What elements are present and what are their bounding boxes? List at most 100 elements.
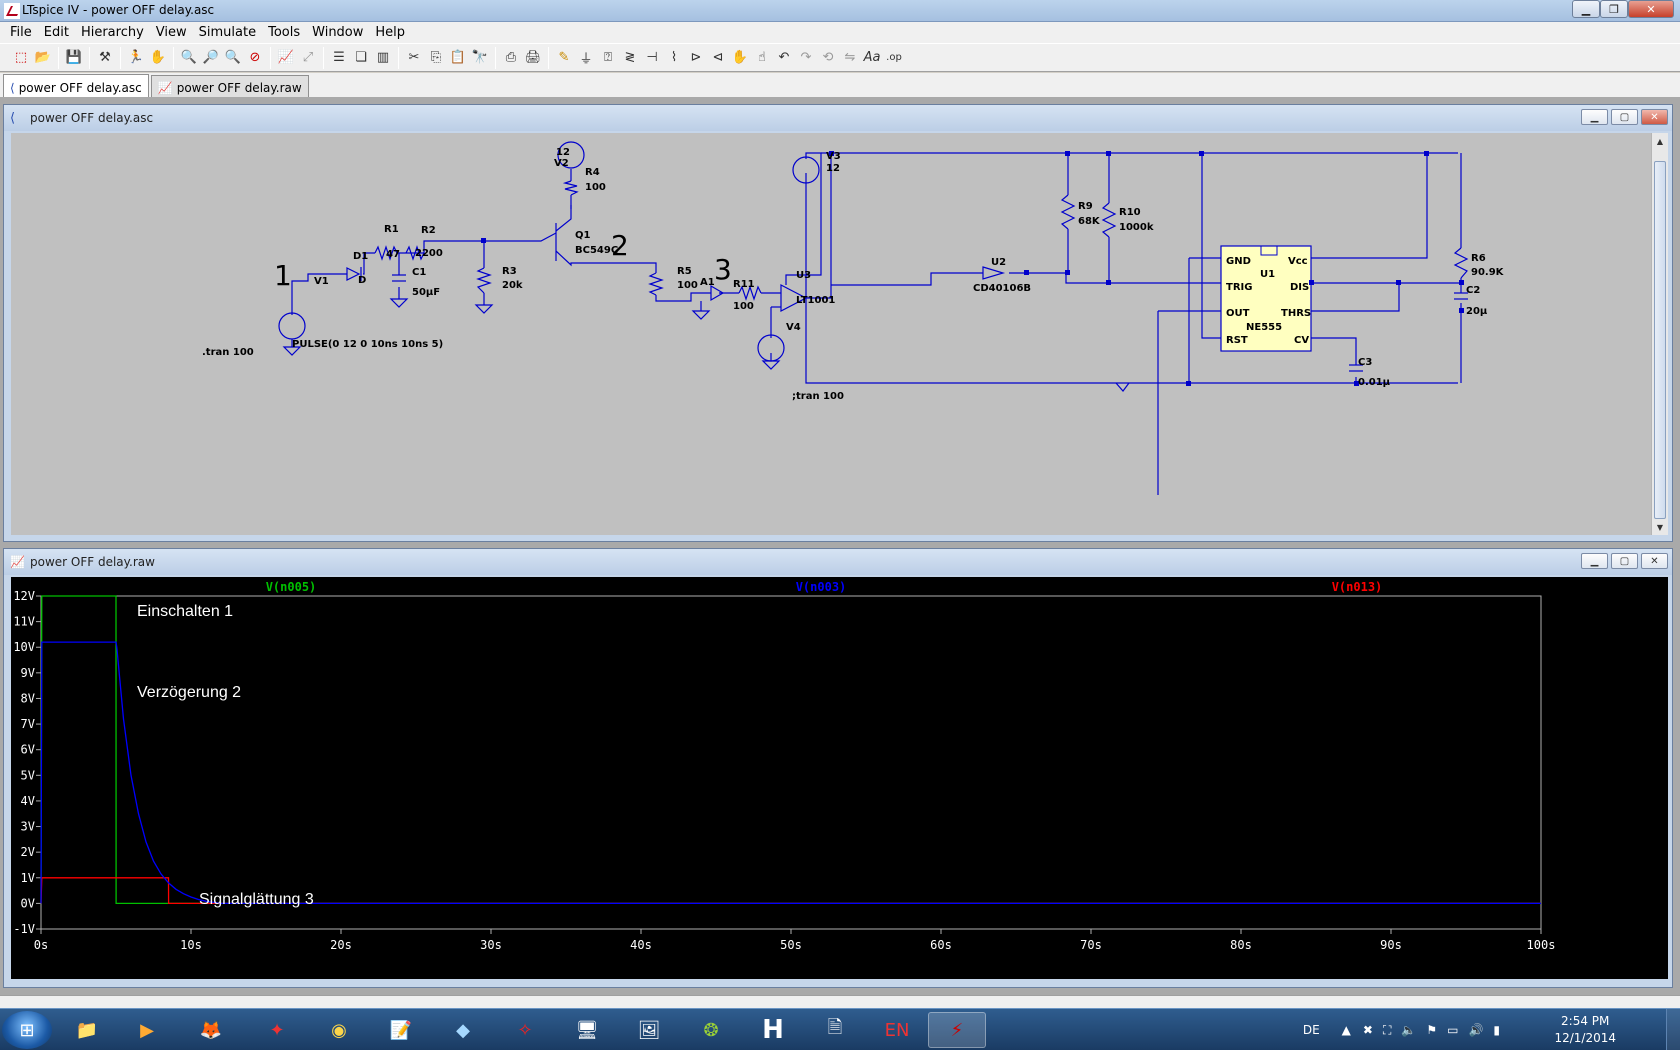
autorange-icon[interactable]: 📈 [277, 50, 295, 65]
firefox-icon[interactable]: 🦊 [199, 1019, 223, 1041]
minimize-icon[interactable]: ▁ [1581, 109, 1608, 125]
directive-tran-comment[interactable]: ;tran 100 [792, 391, 844, 402]
find-icon[interactable]: 🔭 [471, 50, 489, 65]
notepad-icon[interactable]: 📝 [389, 1019, 413, 1041]
delete-trace-icon[interactable]: ⤢ [302, 50, 314, 65]
print-setup-icon[interactable]: ⎙ [505, 50, 517, 65]
open-icon[interactable]: 📂 [34, 50, 52, 65]
label-r1: R1 [384, 224, 399, 235]
capacitor-icon[interactable]: ⊣ [646, 50, 658, 65]
x-tick-label: 100s [1527, 938, 1556, 952]
diode-icon[interactable]: ⊳ [690, 50, 702, 65]
volume-muted-icon[interactable]: 🔈 [1401, 1023, 1417, 1037]
cut-icon[interactable]: ✂ [408, 50, 420, 65]
ground-icon[interactable]: ⏚ [579, 52, 593, 67]
explorer-icon[interactable]: 📁 [75, 1019, 99, 1041]
document-icon[interactable]: 🗎 [827, 1017, 843, 1038]
mirror-icon[interactable]: ⇋ [844, 50, 856, 65]
network-off-icon[interactable]: ✖ [1362, 1023, 1373, 1037]
eagle-icon[interactable]: EN [884, 1019, 910, 1041]
minimize-icon[interactable]: ▁ [1581, 553, 1608, 569]
legend-vn005[interactable]: V(n005) [266, 580, 317, 594]
scroll-up-icon[interactable]: ▲ [1656, 136, 1664, 146]
display-icon[interactable]: ▭ [1447, 1023, 1459, 1037]
chrome-icon[interactable]: ◉ [331, 1019, 347, 1041]
inductor-icon[interactable]: ⌇ [670, 50, 678, 65]
zoom-fit-icon[interactable]: ⊘ [249, 50, 261, 65]
close-icon[interactable]: ✕ [1641, 553, 1668, 569]
menu-window[interactable]: Window [312, 25, 364, 40]
pdf-reader-icon[interactable]: ✧ [517, 1019, 533, 1041]
copy-icon[interactable]: ⎘ [430, 50, 442, 65]
run-icon[interactable]: 🏃 [127, 50, 145, 65]
network-icon[interactable]: ⛶ [1382, 1022, 1392, 1037]
menu-hierarchy[interactable]: Hierarchy [80, 25, 144, 40]
schematic-scrollbar[interactable]: ▲ ▼ [1651, 133, 1668, 535]
clock[interactable]: 2:54 PM 12/1/2014 [1554, 1013, 1616, 1047]
menu-view[interactable]: View [155, 25, 187, 40]
halt-icon[interactable]: ✋ [149, 50, 167, 65]
restore-icon[interactable]: ❐ [1600, 0, 1628, 18]
draw-wire-icon[interactable]: ✎ [558, 50, 570, 65]
maximize-icon[interactable]: ▢ [1611, 109, 1638, 125]
close-icon[interactable]: ✕ [1628, 0, 1674, 18]
maximize-icon[interactable]: ▢ [1611, 553, 1638, 569]
label-r3val: 20k [502, 280, 523, 291]
scroll-thumb[interactable] [1654, 161, 1666, 519]
ne555-body[interactable] [1220, 245, 1312, 352]
schematic-canvas[interactable]: 12 V2 R4 100 Q1 BC549C R1 47 R2 2200 D1 … [11, 133, 1651, 535]
redo-icon[interactable]: ↷ [800, 50, 812, 65]
tile-horizontal-icon[interactable]: ☰ [333, 50, 345, 65]
spice-directive-icon[interactable]: .op [886, 52, 902, 63]
pan-icon[interactable]: 🔎 [202, 50, 220, 65]
label-net-icon[interactable]: ⍰ [604, 50, 612, 65]
print-icon[interactable]: 🖨 [524, 50, 542, 65]
qgis-icon[interactable]: ❂ [703, 1019, 719, 1041]
show-desktop-button[interactable] [1666, 1009, 1680, 1050]
menu-help[interactable]: Help [375, 25, 406, 40]
tab-schematic[interactable]: ⟨ power OFF delay.asc [3, 74, 149, 97]
image-viewer-icon[interactable]: 🖼 [637, 1019, 661, 1041]
language-indicator[interactable]: DE [1302, 1023, 1320, 1037]
zoom-in-icon[interactable]: 🔍 [180, 50, 198, 65]
new-schematic-icon[interactable]: ⬚ [14, 50, 28, 65]
resistor-icon[interactable]: ≷ [624, 50, 636, 65]
close-icon[interactable]: ✕ [1641, 109, 1668, 125]
menu-simulate[interactable]: Simulate [198, 25, 257, 40]
rotate-icon[interactable]: ⟲ [822, 50, 834, 65]
h-app-icon[interactable]: H [762, 1015, 784, 1045]
menu-file[interactable]: File [10, 25, 32, 40]
save-icon[interactable]: 💾 [65, 50, 83, 65]
media-player-icon[interactable]: ▶ [140, 1019, 154, 1041]
drag-icon[interactable]: ☝ [758, 50, 766, 65]
minimize-icon[interactable]: ▁ [1572, 0, 1600, 18]
acrobat-cs-icon[interactable]: ✦ [269, 1019, 285, 1041]
windows-start-icon[interactable]: ⊞ [2, 1011, 52, 1049]
source-pulse-value[interactable]: PULSE(0 12 0 10ns 10ns 5) [292, 339, 443, 350]
action-center-icon[interactable]: ⚑ [1426, 1023, 1438, 1037]
scroll-down-icon[interactable]: ▼ [1656, 522, 1664, 532]
show-hidden-icon[interactable]: ▲ [1341, 1023, 1351, 1037]
directive-tran[interactable]: .tran 100 [202, 347, 254, 358]
battery-icon[interactable]: ▮ [1493, 1023, 1500, 1037]
tab-waveform[interactable]: 📈 power OFF delay.raw [150, 75, 309, 97]
ltspice-task-icon[interactable]: ⚡ [928, 1012, 986, 1048]
remote-desktop-icon[interactable]: 🖥 [575, 1019, 599, 1041]
paste-icon[interactable]: 📋 [449, 50, 467, 65]
paint-icon[interactable]: ◆ [456, 1019, 470, 1041]
move-icon[interactable]: ✋ [731, 50, 749, 65]
zoom-out-icon[interactable]: 🔍 [224, 50, 242, 65]
label-u2: U2 [991, 257, 1006, 268]
tile-vertical-icon[interactable]: ▥ [376, 50, 390, 65]
legend-vn003[interactable]: V(n003) [796, 580, 847, 594]
control-panel-icon[interactable]: ⚒ [99, 50, 111, 65]
legend-vn013[interactable]: V(n013) [1332, 580, 1383, 594]
volume-icon[interactable]: 🔊 [1468, 1023, 1484, 1037]
text-icon[interactable]: Aa [863, 50, 881, 65]
component-icon[interactable]: ⊲ [712, 50, 724, 65]
menu-edit[interactable]: Edit [43, 25, 69, 40]
menu-tools[interactable]: Tools [268, 25, 301, 40]
cascade-icon[interactable]: ❏ [355, 50, 367, 65]
undo-icon[interactable]: ↶ [778, 50, 790, 65]
